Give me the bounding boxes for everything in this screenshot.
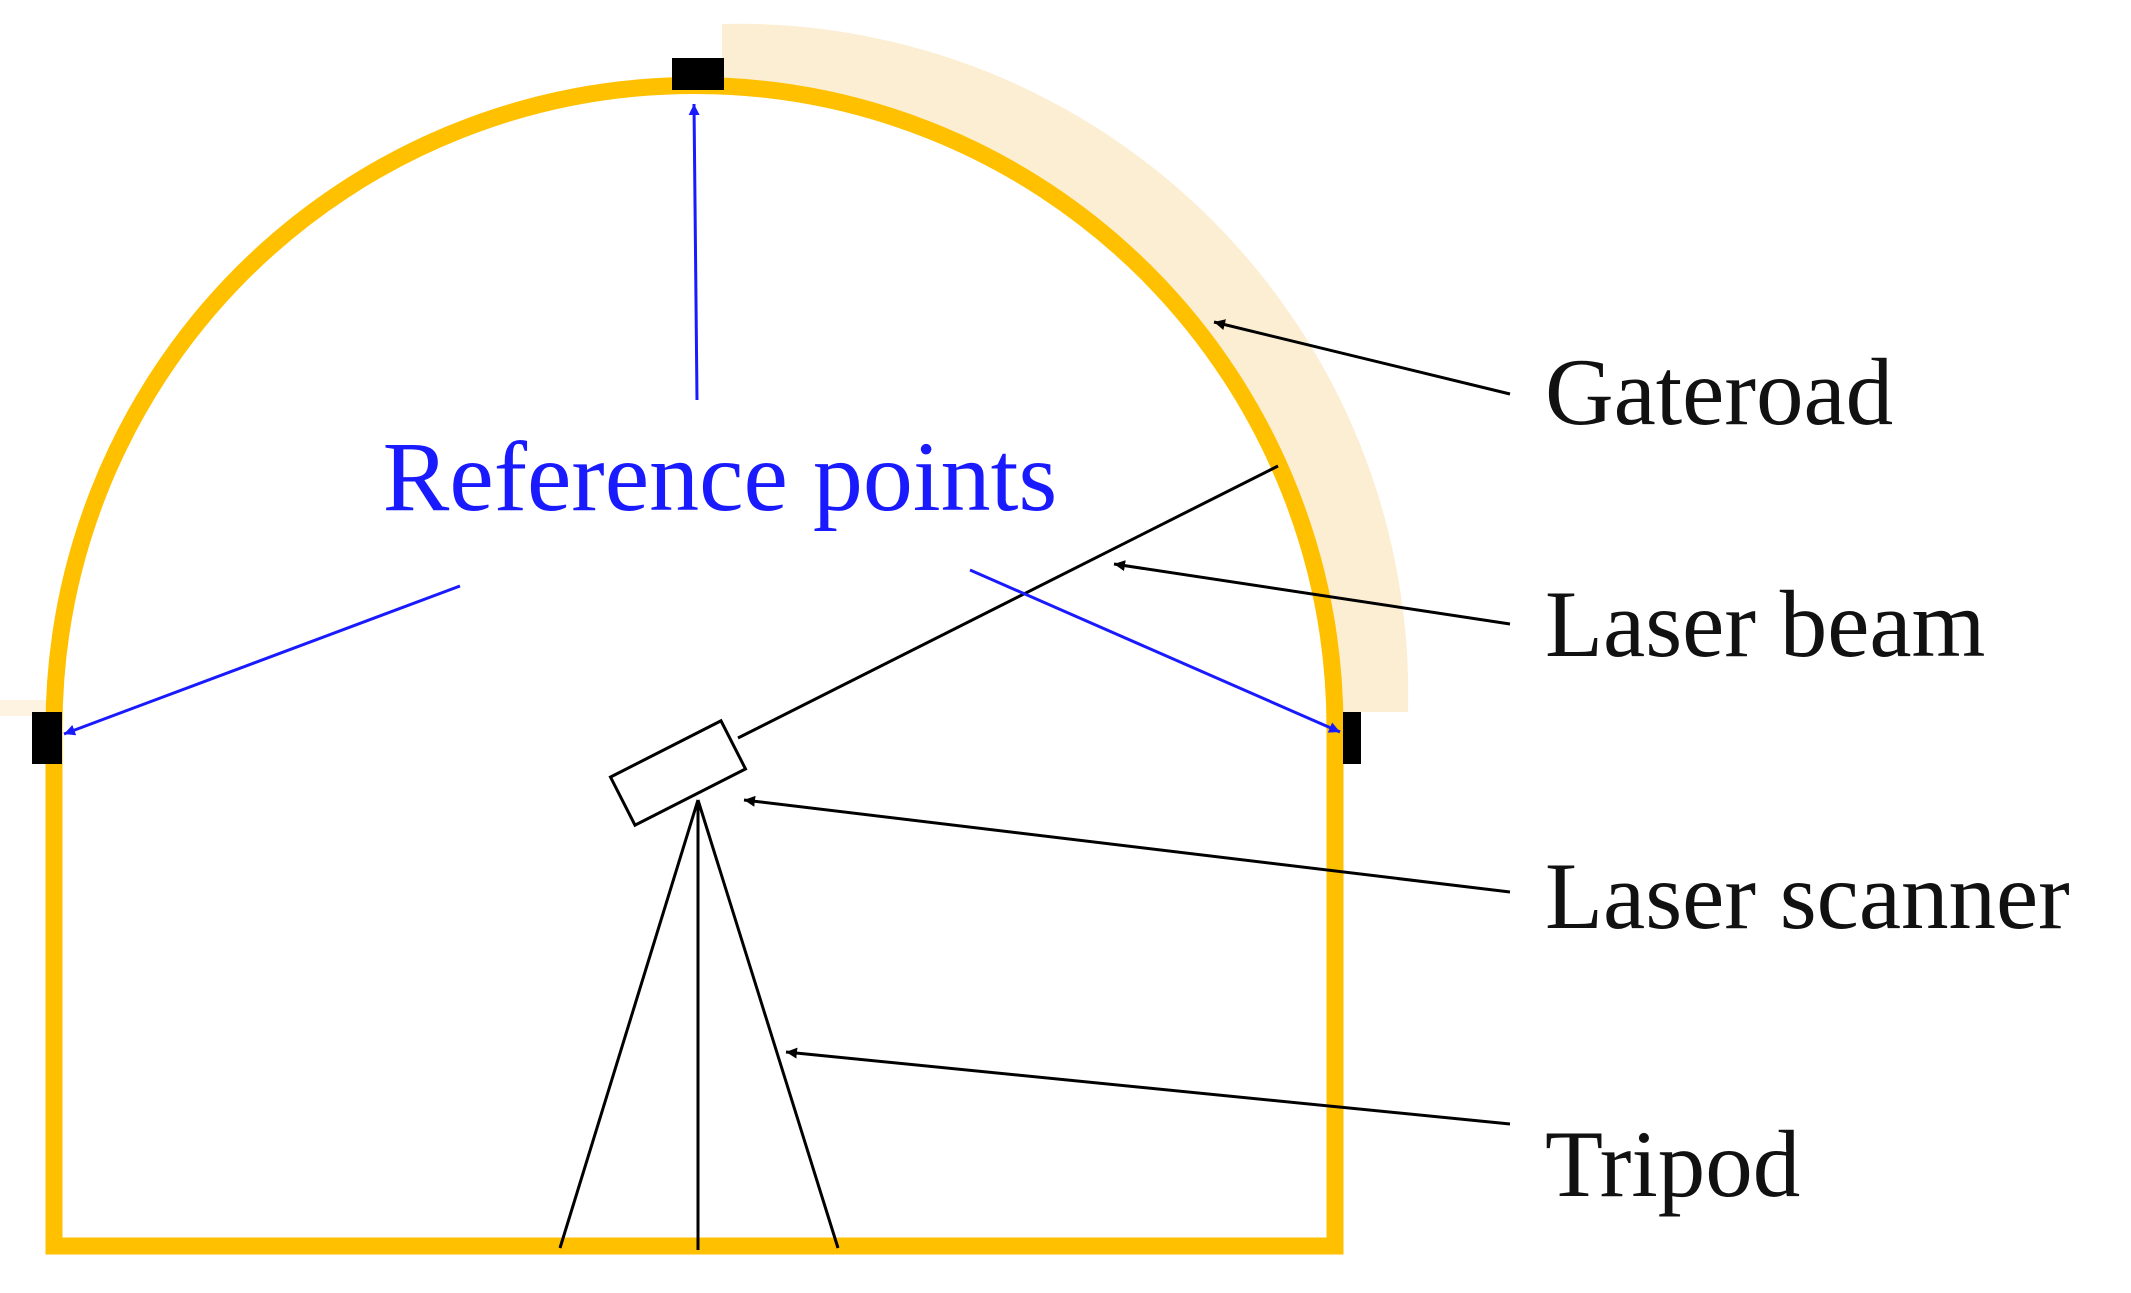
- tripod-pointer: [785, 1047, 1511, 1126]
- gateroad-pointer: [1213, 319, 1511, 396]
- tripod-label: Tripod: [1545, 1111, 1800, 1217]
- gateroad-label: Gateroad: [1545, 339, 1893, 445]
- reference-arrows: [63, 103, 1341, 736]
- laser-beam-pointer: [1113, 560, 1511, 626]
- laser-beam-label: Laser beam: [1545, 571, 1985, 677]
- reference-point-top: [672, 58, 724, 90]
- gateroad-outline: [45, 76, 1344, 1255]
- annotation-arrows: [743, 319, 1511, 1126]
- reference-arrow-left: [63, 584, 461, 736]
- reference-point-left: [32, 712, 62, 764]
- laser-scanner-label: Laser scanner: [1545, 843, 2070, 949]
- laser-scanner: [608, 718, 748, 828]
- tripod: [558, 799, 840, 1250]
- reference-arrow-top: [688, 103, 700, 401]
- laser-scanner-pointer: [743, 795, 1511, 894]
- reference-arrow-right: [969, 568, 1341, 734]
- laser-beam-line: [737, 464, 1279, 740]
- reference-points-label: Reference points: [383, 421, 1058, 532]
- reference-point-right: [1343, 712, 1361, 764]
- scan-coverage-band: [722, 23, 1409, 712]
